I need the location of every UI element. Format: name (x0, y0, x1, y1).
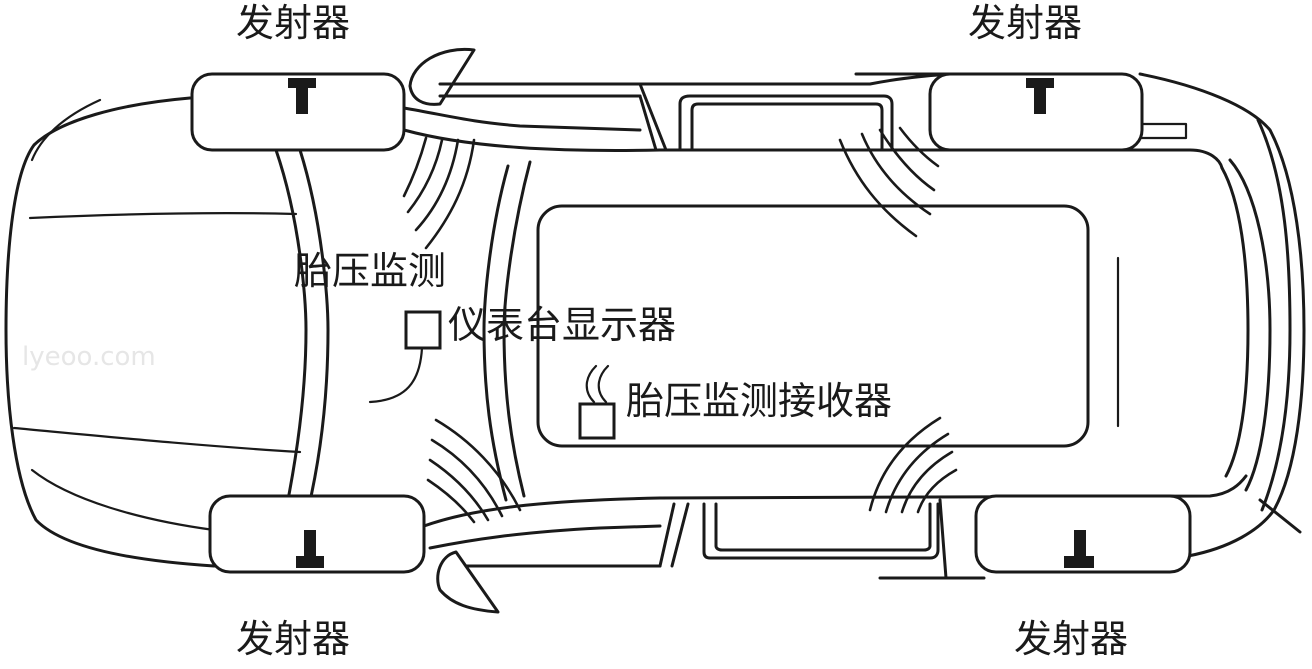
watermark: lyeoo.com (22, 342, 156, 372)
label-transmitter-front-left: 发射器 (236, 1, 350, 45)
signal-waves-front-left (402, 136, 476, 250)
car-body-outline (4, 47, 1306, 614)
signal-waves-front-right (838, 126, 940, 238)
signal-waves-rear-right (868, 416, 958, 514)
signal-waves-rear-left (426, 418, 522, 524)
tire-front-right (928, 72, 1144, 152)
receiver-unit (578, 364, 616, 440)
label-transmitter-front-right: 发射器 (968, 1, 1082, 45)
label-display-line2: 仪表台显示器 (448, 303, 676, 347)
label-transmitter-rear-right: 发射器 (1014, 617, 1128, 661)
label-transmitter-rear-left: 发射器 (236, 617, 350, 661)
tire-rear-right (974, 494, 1192, 574)
dashboard-display-unit (368, 310, 442, 404)
label-receiver: 胎压监测接收器 (626, 379, 892, 423)
tire-front-left (190, 72, 406, 152)
tire-rear-left (208, 494, 426, 574)
label-display-line1: 胎压监测 (294, 249, 446, 293)
